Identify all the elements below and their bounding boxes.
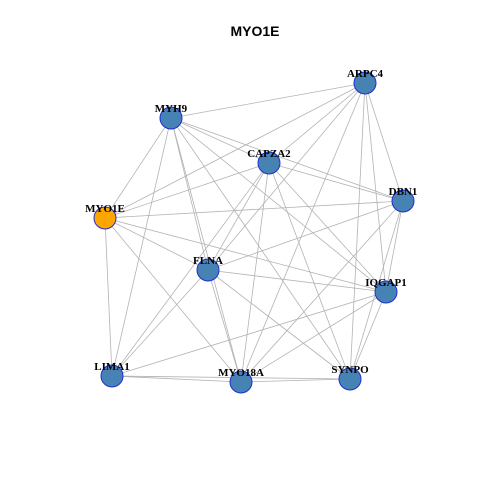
edge-myh9-arpc4 [170,82,366,119]
node-flna[interactable] [196,258,220,282]
node-myh9[interactable] [159,106,183,130]
edge-dbn1-flna [207,200,404,271]
edge-flna-myo18a [207,269,242,383]
node-label-myo18a: MYO18A [218,367,264,379]
node-iqgap1[interactable] [374,280,398,304]
node-myo18a[interactable] [229,370,253,394]
edge-myo1e-myo18a [104,217,242,383]
edge-dbn1-myo18a [240,200,404,383]
figure-title: MYO1E [230,23,279,39]
edge-myh9-synpo [170,117,351,380]
edge-flna-lima1 [111,269,209,377]
edge-capza2-myo18a [240,162,270,383]
node-lima1[interactable] [100,364,124,388]
node-capza2[interactable] [257,151,281,175]
edge-arpc4-flna [207,82,366,271]
edge-myo18a-synpo [240,378,351,383]
node-label-myo1e: MYO1E [85,203,125,215]
node-label-iqgap1: IQGAP1 [365,277,407,289]
node-layer [93,71,415,394]
edge-iqgap1-myo18a [240,291,387,383]
edge-lima1-myo18a [111,375,242,383]
edge-arpc4-synpo [349,82,366,380]
edge-myh9-myo18a [170,117,242,383]
edge-iqgap1-synpo [349,291,387,380]
edge-arpc4-iqgap1 [364,82,387,293]
edge-iqgap1-lima1 [111,291,387,377]
edge-arpc4-dbn1 [364,82,404,202]
node-label-dbn1: DBN1 [389,186,418,198]
edge-flna-iqgap1 [207,269,387,293]
node-label-myh9: MYH9 [155,103,188,115]
node-label-flna: FLNA [193,255,223,267]
edge-myo1e-flna [104,217,209,271]
node-synpo[interactable] [338,367,362,391]
edge-capza2-dbn1 [268,162,404,202]
edge-myh9-lima1 [111,117,172,377]
edge-layer [104,82,404,383]
edge-dbn1-iqgap1 [385,200,404,293]
edge-myo1e-myh9 [104,117,172,219]
edge-myo1e-capza2 [104,162,270,219]
edge-myo1e-lima1 [104,217,113,377]
edge-capza2-lima1 [111,162,270,377]
edge-myo1e-iqgap1 [104,217,387,293]
node-label-arpc4: ARPC4 [347,68,384,80]
edge-myh9-capza2 [170,117,270,164]
edge-myh9-iqgap1 [170,117,387,293]
node-label-synpo: SYNPO [331,364,369,376]
edge-arpc4-capza2 [268,82,366,164]
node-arpc4[interactable] [353,71,377,95]
edge-arpc4-myo18a [240,82,366,383]
node-label-capza2: CAPZA2 [247,148,291,160]
edge-myh9-dbn1 [170,117,404,202]
node-label-lima1: LIMA1 [94,361,129,373]
edge-myo1e-arpc4 [104,82,366,219]
node-myo1e[interactable] [93,206,117,230]
edge-myo1e-dbn1 [104,200,404,219]
node-dbn1[interactable] [391,189,415,213]
edge-capza2-synpo [268,162,351,380]
edge-myh9-flna [170,117,209,271]
edge-capza2-flna [207,162,270,271]
